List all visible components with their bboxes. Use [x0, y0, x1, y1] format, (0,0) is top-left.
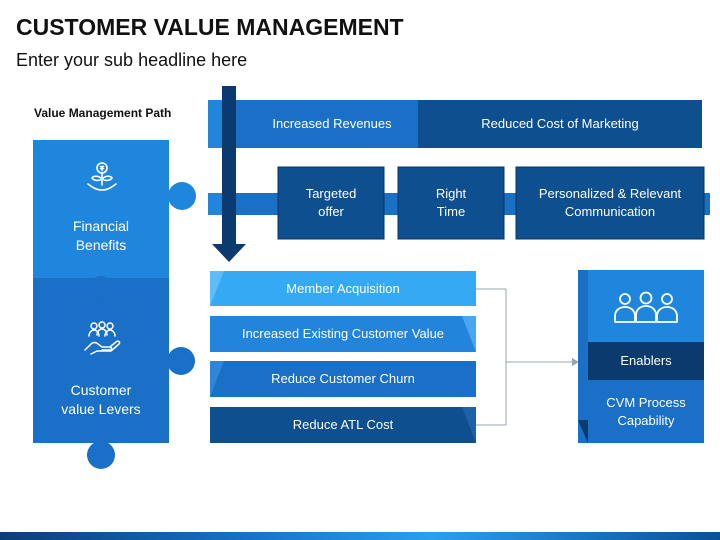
lever-bar-2-fold: [462, 316, 476, 352]
vertical-arrow-shaft: [222, 86, 236, 246]
lever-bar-4: [210, 407, 476, 443]
vertical-arrow-head: [212, 244, 246, 262]
bracket-arrow-head: [572, 358, 579, 366]
lever-increased-existing-customer-value: Increased Existing Customer Value: [241, 326, 445, 342]
lever-member-acquisition: Member Acquisition: [286, 280, 400, 296]
customer-levers-bottom-knob: [87, 441, 115, 469]
customer-care-icon: [84, 321, 121, 355]
lever-bar-1: [210, 271, 476, 306]
lever-bar-4-fold: [462, 407, 476, 443]
bottom-accent-bar: [0, 532, 720, 540]
financial-benefits-label: Financial Benefits: [72, 218, 130, 253]
lever-reduce-customer-churn: Reduce Customer Churn: [271, 371, 415, 387]
right-time-box: [397, 166, 505, 240]
top-bar-right: [418, 100, 702, 148]
personalized-communication-label: Personalized & Relevant Communication: [538, 186, 682, 219]
lever-bar-3-fold: [210, 361, 224, 397]
customer-levers-top-knob: [88, 276, 114, 302]
targeted-offer-label: Targeted offer: [305, 186, 357, 219]
customer-levers-right-knob: [167, 347, 195, 375]
increased-revenues-label: Increased Revenues: [272, 116, 392, 132]
cvm-process-capability-label: CVM Process Capability: [606, 394, 686, 428]
lever-reduce-atl-cost: Reduce ATL Cost: [292, 417, 394, 433]
targeted-offer-box: [277, 166, 385, 240]
reduced-cost-label: Reduced Cost of Marketing: [481, 116, 639, 132]
page-subtitle: Enter your sub headline here: [16, 50, 248, 70]
top-bar-left: [226, 100, 420, 148]
right-time-label: Right Time: [435, 186, 467, 219]
lever-bar-2: [210, 316, 476, 352]
lever-bar-3: [210, 361, 476, 397]
lever-bar-1-fold: [210, 271, 224, 306]
customer-value-levers-label: Customer value Levers: [61, 382, 141, 417]
right-panel-fold: [578, 420, 588, 443]
bracket-lines: [476, 288, 572, 426]
team-icon: [614, 291, 678, 323]
customer-levers-piece: [33, 278, 169, 443]
financial-benefits-knob: [168, 182, 196, 210]
top-bar-tab: [208, 100, 226, 148]
enablers-band: [588, 342, 704, 380]
path-label: Value Management Path: [34, 106, 172, 120]
enablers-label: Enablers: [620, 353, 672, 369]
cvm-band: [588, 380, 704, 443]
page-title: CUSTOMER VALUE MANAGEMENT: [16, 14, 404, 40]
middle-connector-tab: [208, 193, 222, 215]
personalized-box: [515, 166, 705, 240]
money-plant-icon: [87, 162, 117, 191]
